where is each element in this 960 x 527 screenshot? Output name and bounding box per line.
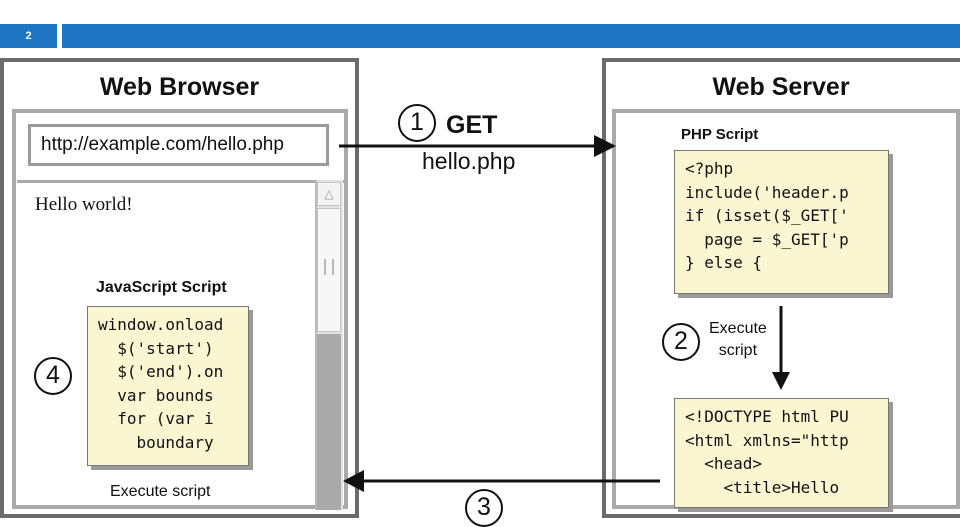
scroll-up-icon[interactable]: △ — [317, 182, 341, 206]
slide-number: 2 — [0, 24, 57, 48]
response-arrow — [343, 470, 660, 492]
server-execute-script-label: Execute script — [709, 318, 767, 362]
step-1-circle: 1 — [398, 104, 436, 142]
browser-content-area — [17, 180, 344, 510]
execute-line-2: script — [718, 342, 758, 359]
php-script-label: PHP Script — [681, 126, 759, 143]
requested-file-label: hello.php — [422, 148, 516, 174]
javascript-code-box: window.onload $('start') $('end').on var… — [87, 306, 249, 466]
web-server-title: Web Server — [712, 73, 850, 101]
header-bar — [62, 24, 960, 48]
step-4-circle: 4 — [34, 357, 72, 395]
scroll-grip-icon — [324, 259, 334, 275]
scroll-thumb[interactable] — [317, 208, 341, 332]
html-output-code-box: <!DOCTYPE html PU <html xmlns="http <hea… — [674, 398, 889, 508]
get-method-label: GET — [446, 111, 498, 139]
request-arrow — [339, 135, 616, 157]
browser-execute-script-label: Execute script — [110, 483, 211, 500]
php-code-box: <?php include('header.p if (isset($_GET[… — [674, 150, 889, 294]
execute-line-1: Execute — [709, 320, 767, 337]
url-bar[interactable]: http://example.com/hello.php — [28, 124, 329, 166]
step-2-circle: 2 — [662, 323, 700, 361]
web-browser-title: Web Browser — [99, 73, 260, 101]
page-content-text: Hello world! — [35, 194, 133, 215]
execute-arrow — [772, 306, 790, 390]
javascript-script-label: JavaScript Script — [96, 279, 227, 296]
scroll-track[interactable] — [317, 334, 341, 510]
arrows-layer — [339, 135, 790, 492]
